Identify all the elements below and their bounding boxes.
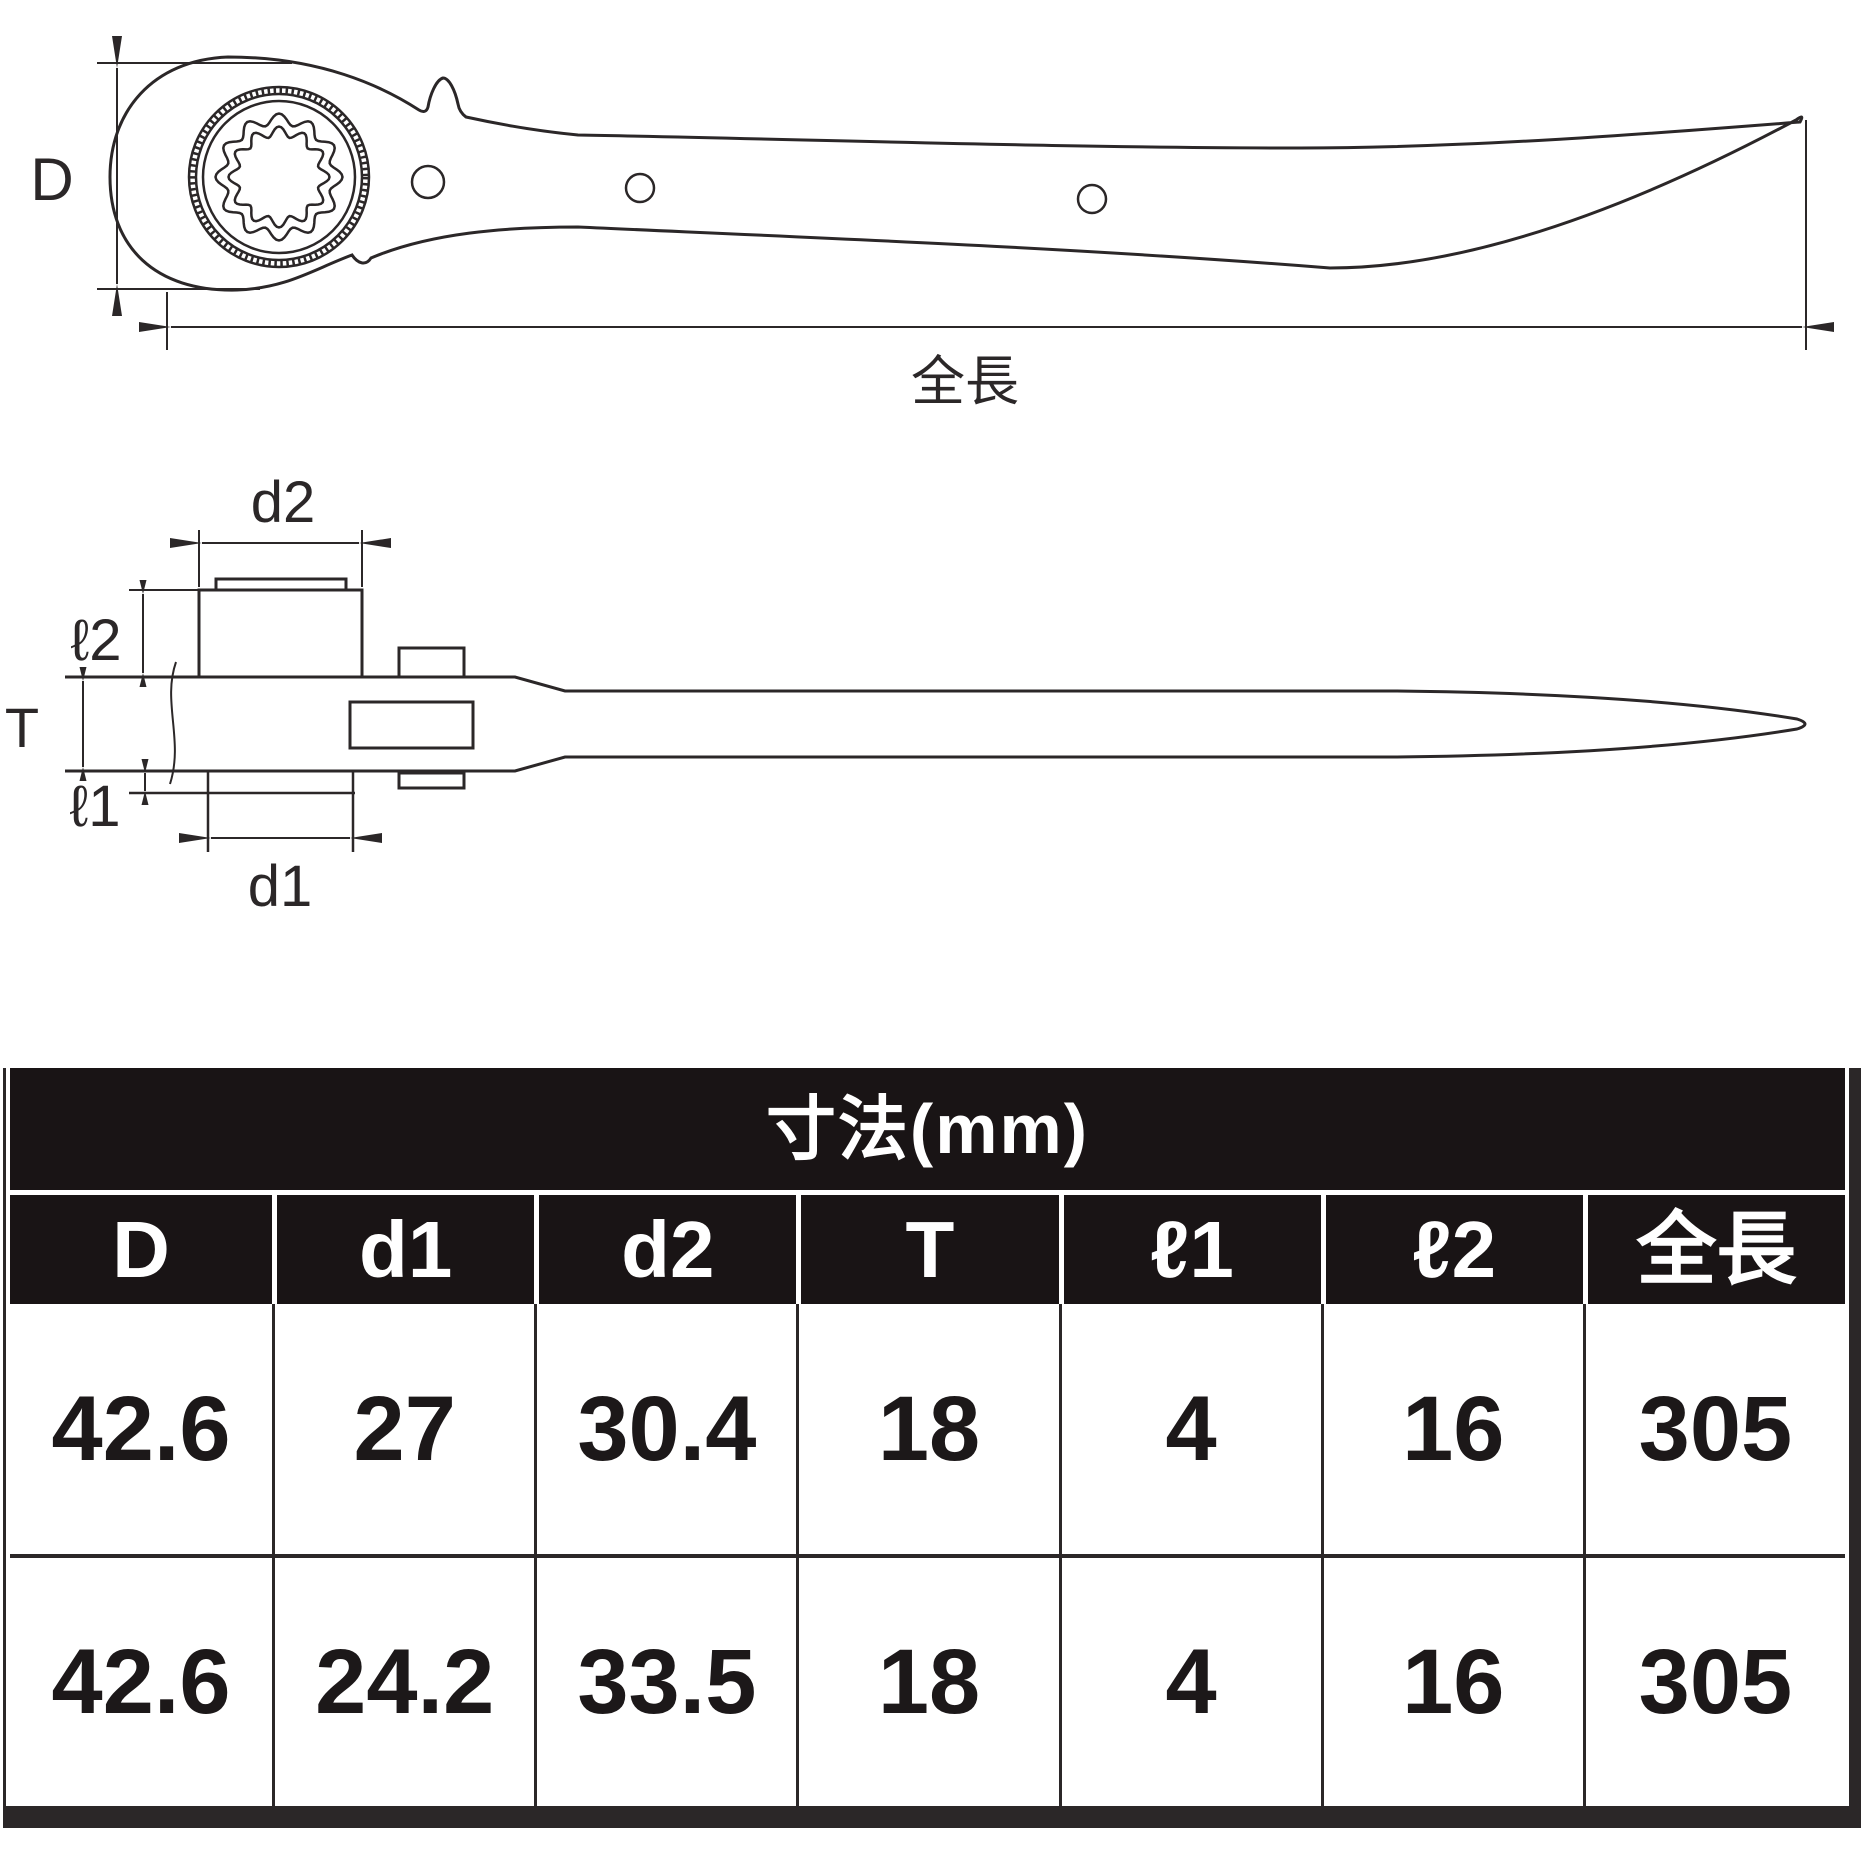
cell-T: 18 (796, 1554, 1059, 1806)
edge-view: d2 ℓ2 T ℓ1 d1 (5, 470, 1807, 919)
cell-D: 42.6 (10, 1304, 273, 1554)
cell-d2: 33.5 (534, 1554, 797, 1806)
dimension-table-wrapper: 寸法(mm) D d1 d2 T ℓ1 ℓ2 全長 42.6 27 30.4 1 (3, 1068, 1861, 1828)
label-d2: d2 (251, 470, 316, 535)
dimension-l2 (129, 580, 199, 687)
table-row: 42.6 27 30.4 18 4 16 305 (10, 1304, 1845, 1554)
break-line (169, 661, 177, 785)
label-D: D (30, 146, 73, 213)
table-row: 42.6 24.2 33.5 18 4 16 305 (10, 1554, 1845, 1806)
label-d1: d1 (248, 854, 313, 919)
col-header-d2: d2 (534, 1190, 797, 1304)
col-header-l2: ℓ2 (1320, 1190, 1583, 1304)
cell-d1: 27 (272, 1304, 535, 1554)
handle-hole-1 (410, 164, 446, 200)
cell-l2: 16 (1320, 1304, 1583, 1554)
dimension-d1 (179, 771, 382, 852)
label-T: T (5, 696, 39, 759)
cell-d1: 24.2 (272, 1554, 535, 1806)
selector-lever (397, 646, 466, 679)
cell-length: 305 (1582, 1304, 1845, 1554)
top-view: D 全長 (30, 36, 1834, 412)
dimension-overall-length (139, 120, 1834, 350)
cell-D: 42.6 (10, 1554, 273, 1806)
knurl-ring-outer (187, 85, 371, 269)
bar-outline (65, 675, 1807, 773)
dimension-table: 寸法(mm) D d1 d2 T ℓ1 ℓ2 全長 42.6 27 30.4 1 (10, 1068, 1845, 1806)
wrench-outline (108, 55, 1804, 292)
col-header-d1: d1 (272, 1190, 535, 1304)
ratchet-body (348, 700, 475, 750)
label-l2: ℓ2 (70, 608, 121, 673)
ratchet-head (187, 85, 371, 269)
cell-l1: 4 (1058, 1554, 1321, 1806)
col-header-D: D (10, 1190, 273, 1304)
ring-bore (201, 99, 357, 255)
dimension-d2 (170, 530, 391, 587)
cell-T: 18 (796, 1304, 1059, 1554)
cell-l2: 16 (1320, 1554, 1583, 1806)
upper-socket-cap (214, 577, 348, 592)
upper-socket-boss (197, 588, 364, 679)
cell-d2: 30.4 (534, 1304, 797, 1554)
col-header-T: T (796, 1190, 1059, 1304)
table-title: 寸法(mm) (10, 1068, 1845, 1190)
knurl-ring-inner (194, 92, 364, 262)
table-header-row: D d1 d2 T ℓ1 ℓ2 全長 (10, 1190, 1845, 1304)
col-header-length: 全長 (1582, 1190, 1845, 1304)
lower-lever (397, 771, 466, 790)
technical-drawings: D 全長 (5, 36, 1834, 919)
col-header-l1: ℓ1 (1058, 1190, 1321, 1304)
cell-length: 305 (1582, 1554, 1845, 1806)
handle-hole-2 (624, 172, 656, 204)
socket-profile-outer (214, 112, 344, 242)
label-l1: ℓ1 (69, 774, 120, 839)
cell-l1: 4 (1058, 1304, 1321, 1554)
label-overall-length: 全長 (911, 352, 1019, 412)
table-title-row: 寸法(mm) (10, 1068, 1845, 1190)
dimension-D (97, 36, 292, 316)
knurl-ring-texture (190, 88, 368, 266)
socket-profile-inner (227, 125, 331, 229)
handle-hole-3 (1076, 183, 1108, 215)
